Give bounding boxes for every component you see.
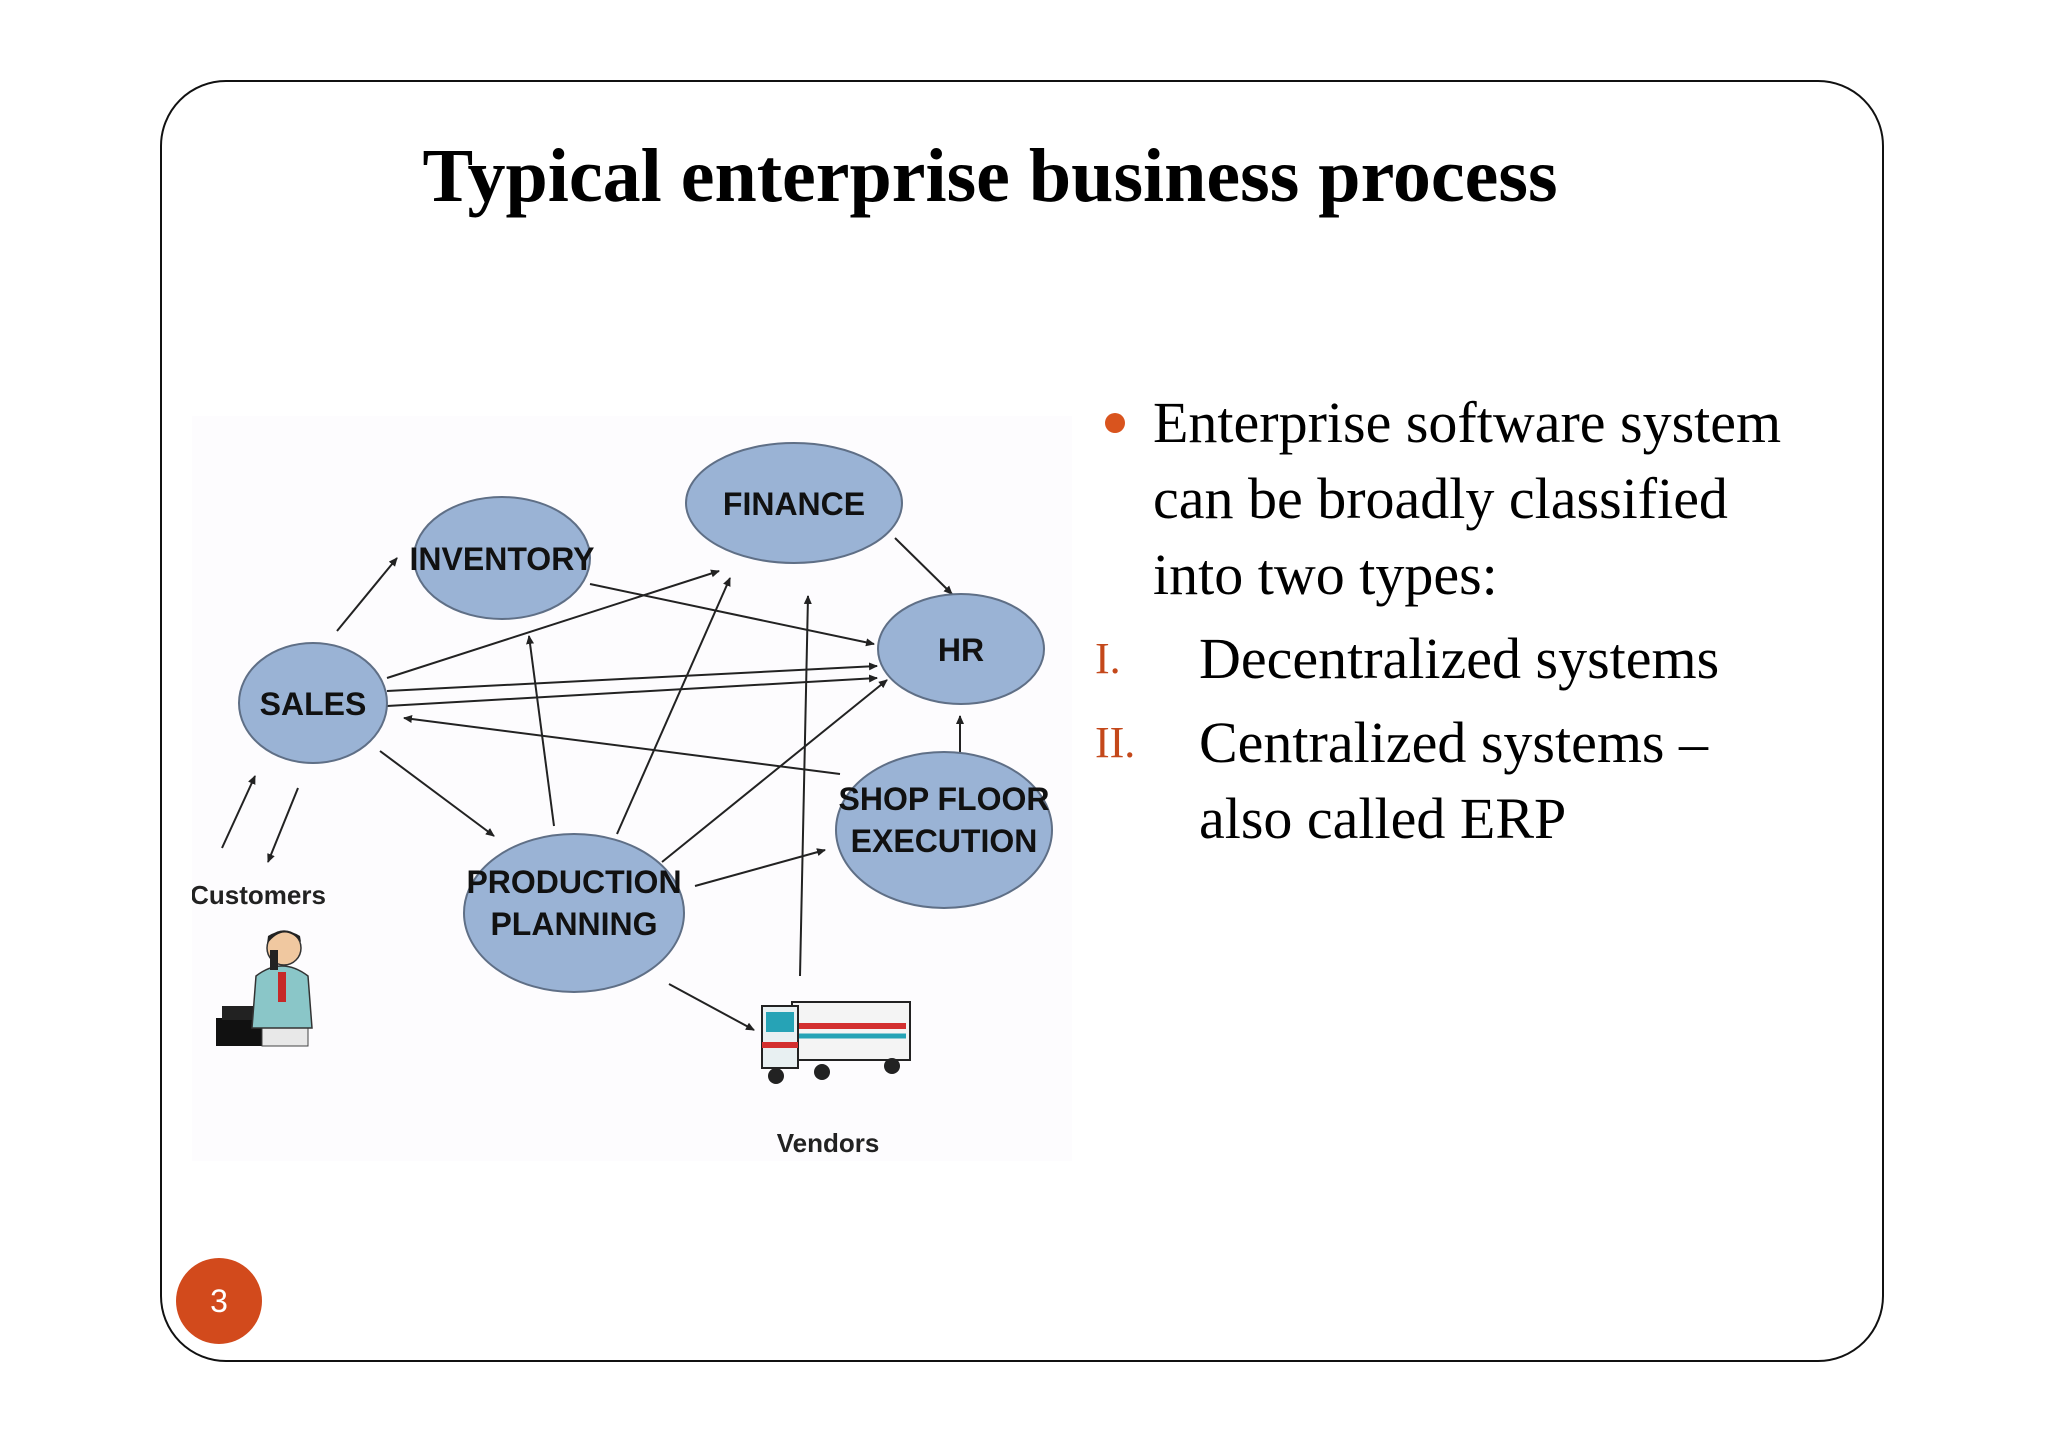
arrow-sales-inventory [336, 557, 398, 632]
main-bullet: Enterprise software system can be broadl… [1095, 385, 1815, 613]
node-sales: SALES [238, 642, 388, 764]
node-production: PRODUCTION PLANNING [463, 833, 685, 993]
node-shop-floor: SHOP FLOOR EXECUTION [835, 751, 1053, 909]
list-item-text: Centralized systems – also called ERP [1199, 710, 1709, 851]
vendors-label: Vendors [777, 1128, 880, 1158]
node-label-shop-floor: SHOP FLOOR EXECUTION [839, 781, 1050, 859]
node-label-line: PLANNING [490, 906, 657, 942]
node-label-line: EXECUTION [851, 823, 1038, 859]
page-number-badge: 3 [176, 1258, 262, 1344]
list-item: I. Decentralized systems [1095, 621, 1815, 697]
node-hr: HR [877, 593, 1045, 705]
list-item-marker: I. [1095, 634, 1121, 683]
diagram-canvas: FINANCE INVENTORY HR SALES SHOP FLOOR EXE… [192, 442, 1053, 1158]
node-label-line: HR [938, 632, 984, 668]
arrow-production-shopfloor [694, 848, 826, 887]
arrow-sales-hr-2 [386, 674, 878, 707]
node-label-line: FINANCE [723, 486, 865, 522]
node-label-line: PRODUCTION [466, 864, 681, 900]
arrow-finance-hr [894, 537, 953, 595]
content-list: Enterprise software system can be broadl… [1095, 385, 1815, 857]
arrow-production-finance [616, 577, 731, 835]
arrow-shopfloor-sales [403, 715, 841, 775]
node-finance: FINANCE [685, 442, 903, 564]
vendor-truck-icon [761, 1001, 911, 1084]
list-item-marker: II. [1095, 718, 1136, 767]
node-label-line: SHOP FLOOR [839, 781, 1050, 817]
arrow-sales-hr-1 [386, 662, 878, 692]
node-label-hr: HR [938, 632, 984, 668]
connection-arrows [221, 537, 964, 1031]
arrow-production-vendors [668, 983, 755, 1031]
arrow-production-inventory [526, 635, 555, 827]
arrow-vendors-finance [799, 595, 812, 977]
list-item-text: Decentralized systems [1199, 626, 1720, 691]
bullet-dot-icon [1105, 413, 1125, 433]
main-bullet-text: Enterprise software system can be broadl… [1153, 390, 1782, 607]
customers-label: Customers [192, 880, 326, 910]
node-label-line: INVENTORY [410, 541, 595, 577]
business-process-diagram: FINANCE INVENTORY HR SALES SHOP FLOOR EXE… [192, 416, 1072, 1161]
customer-figure-icon [216, 930, 313, 1047]
node-label-line: SALES [260, 686, 367, 722]
arrow-production-hr [661, 679, 888, 863]
node-label-finance: FINANCE [723, 486, 865, 522]
arrow-inventory-hr [589, 583, 875, 647]
arrow-sales-customers [267, 787, 299, 863]
node-label-inventory: INVENTORY [410, 541, 595, 577]
node-label-sales: SALES [260, 686, 367, 722]
arrow-sales-production [379, 750, 495, 837]
arrow-customers-sales [221, 775, 256, 849]
slide-title: Typical enterprise business process [422, 134, 1558, 218]
list-item: II. Centralized systems – also called ER… [1095, 705, 1815, 857]
arrow-sales-finance [386, 569, 720, 679]
node-inventory: INVENTORY [410, 496, 595, 620]
node-label-production: PRODUCTION PLANNING [466, 864, 681, 942]
